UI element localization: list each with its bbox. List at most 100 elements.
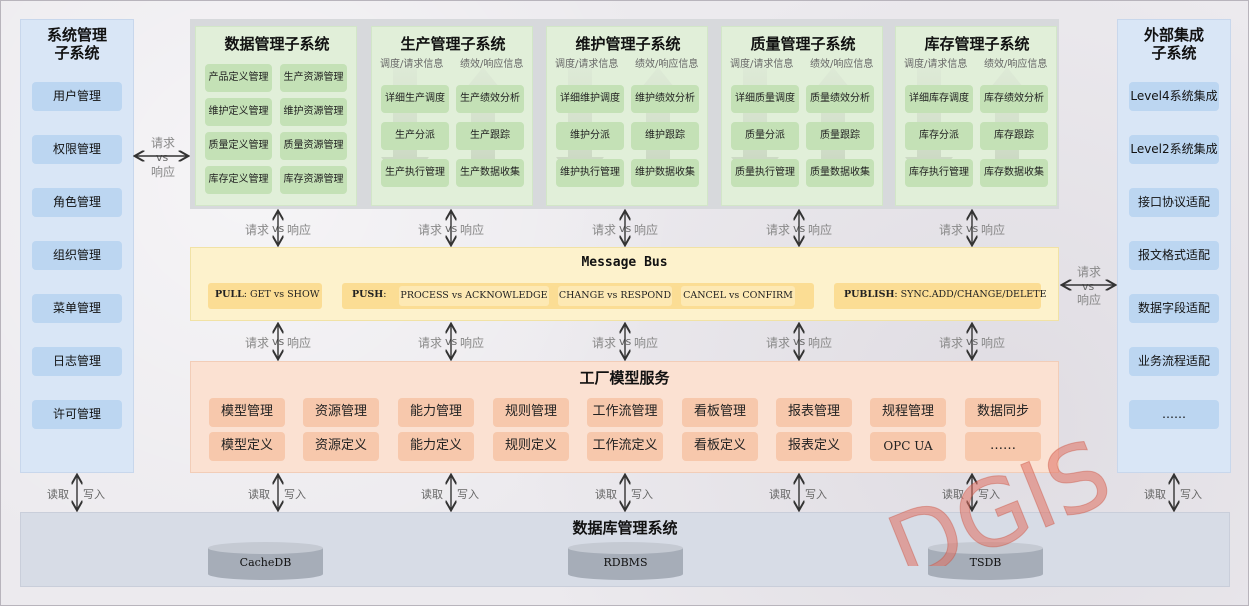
subsystem-2-item-2-0[interactable]: 维护执行管理 <box>556 159 624 187</box>
subsystem-4-item-0-0[interactable]: 详细库存调度 <box>905 85 973 113</box>
factory-define-7[interactable]: OPC UA <box>870 432 946 461</box>
vs-label-5: vs <box>619 335 632 348</box>
factory-manage-1[interactable]: 资源管理 <box>303 398 379 427</box>
subsystem-hint-response-4: 绩效/响应信息 <box>984 59 1048 70</box>
subsystem-0-item-3-1[interactable]: 库存资源管理 <box>280 166 347 194</box>
subsystem-0-item-1-1[interactable]: 维护资源管理 <box>280 98 347 126</box>
factory-define-6[interactable]: 报表定义 <box>776 432 852 461</box>
subsystem-hint-request-3: 调度/请求信息 <box>730 59 794 70</box>
subsystem-1-item-0-0[interactable]: 详细生产调度 <box>381 85 449 113</box>
external-integration-title-line1: 外部集成 <box>1143 26 1204 44</box>
subsystem-3-item-2-1[interactable]: 质量数据收集 <box>806 159 874 187</box>
factory-manage-3[interactable]: 规则管理 <box>493 398 569 427</box>
subsystem-2-item-0-1[interactable]: 维护绩效分析 <box>631 85 699 113</box>
subsystem-2-item-0-0[interactable]: 详细维护调度 <box>556 85 624 113</box>
subsystem-title-0: 数据管理子系统 <box>224 35 330 53</box>
push-item-cancel: CANCEL vs CONFIRM <box>681 286 795 306</box>
factory-define-5[interactable]: 看板定义 <box>682 432 758 461</box>
subsystem-1-item-2-0[interactable]: 生产执行管理 <box>381 159 449 187</box>
subsystem-4-item-1-0[interactable]: 库存分派 <box>905 122 973 150</box>
subsystem-2-item-2-1[interactable]: 维护数据收集 <box>631 159 699 187</box>
system-menu-item-2[interactable]: 角色管理 <box>32 188 122 217</box>
factory-manage-4[interactable]: 工作流管理 <box>587 398 663 427</box>
subsystem-title-2: 维护管理子系统 <box>575 35 681 53</box>
subsystem-title-1: 生产管理子系统 <box>400 35 506 53</box>
integration-item-5[interactable]: 业务流程适配 <box>1129 347 1219 376</box>
subsystem-panel-2: 维护管理子系统调度/请求信息绩效/响应信息详细维护调度维护绩效分析维护分派维护跟… <box>546 26 708 206</box>
publish-key: PUBLISH <box>844 289 895 300</box>
db-store-2[interactable]: TSDB <box>928 542 1043 580</box>
subsystem-4-item-2-0[interactable]: 库存执行管理 <box>905 159 973 187</box>
request-label-5: 请求 <box>592 336 617 350</box>
request-label-9: 请求 <box>939 336 964 350</box>
vs-label-3: vs <box>445 335 458 348</box>
response-label-8: 响应 <box>981 223 1006 237</box>
right-request-label: 请求 <box>1077 265 1102 279</box>
factory-define-2[interactable]: 能力定义 <box>398 432 474 461</box>
integration-item-6[interactable]: …… <box>1129 400 1219 429</box>
subsystem-3-item-1-1[interactable]: 质量跟踪 <box>806 122 874 150</box>
subsystem-3-item-1-0[interactable]: 质量分派 <box>731 122 799 150</box>
factory-manage-7[interactable]: 规程管理 <box>870 398 946 427</box>
write-label-4: 写入 <box>805 488 827 501</box>
left-request-label: 请求 <box>151 136 176 150</box>
integration-item-4[interactable]: 数据字段适配 <box>1129 294 1219 323</box>
subsystem-4-item-2-1[interactable]: 库存数据收集 <box>980 159 1048 187</box>
pull-value: GET vs SHOW <box>250 289 320 300</box>
factory-define-0[interactable]: 模型定义 <box>209 432 285 461</box>
subsystem-3-item-0-0[interactable]: 详细质量调度 <box>731 85 799 113</box>
system-menu-item-1[interactable]: 权限管理 <box>32 135 122 164</box>
subsystem-hint-request-2: 调度/请求信息 <box>555 59 619 70</box>
factory-define-3[interactable]: 规则定义 <box>493 432 569 461</box>
response-label-9: 响应 <box>981 336 1006 350</box>
response-label-0: 响应 <box>287 223 312 237</box>
factory-manage-5[interactable]: 看板管理 <box>682 398 758 427</box>
integration-item-0[interactable]: Level4系统集成 <box>1129 82 1219 111</box>
vs-label-0: vs <box>272 222 285 235</box>
read-label-5: 读取 <box>942 488 964 501</box>
factory-define-1[interactable]: 资源定义 <box>303 432 379 461</box>
db-store-1[interactable]: RDBMS <box>568 542 683 580</box>
subsystem-1-item-1-1[interactable]: 生产跟踪 <box>456 122 524 150</box>
subsystem-3-item-0-1[interactable]: 质量绩效分析 <box>806 85 874 113</box>
factory-manage-0[interactable]: 模型管理 <box>209 398 285 427</box>
factory-manage-8[interactable]: 数据同步 <box>965 398 1041 427</box>
subsystem-3-item-2-0[interactable]: 质量执行管理 <box>731 159 799 187</box>
subsystem-2-item-1-1[interactable]: 维护跟踪 <box>631 122 699 150</box>
integration-item-3[interactable]: 报文格式适配 <box>1129 241 1219 270</box>
publish-value: SYNC.ADD/CHANGE/DELETE <box>900 289 1047 300</box>
subsystem-4-item-0-1[interactable]: 库存绩效分析 <box>980 85 1048 113</box>
subsystem-4-item-1-1[interactable]: 库存跟踪 <box>980 122 1048 150</box>
db-store-0[interactable]: CacheDB <box>208 542 323 580</box>
subsystem-panel-4: 库存管理子系统调度/请求信息绩效/响应信息详细库存调度库存绩效分析库存分派库存跟… <box>895 26 1057 206</box>
subsystem-hint-response-1: 绩效/响应信息 <box>460 59 524 70</box>
integration-item-2[interactable]: 接口协议适配 <box>1129 188 1219 217</box>
database-cylinder-icon <box>928 542 1043 580</box>
factory-manage-2[interactable]: 能力管理 <box>398 398 474 427</box>
system-menu-item-0[interactable]: 用户管理 <box>32 82 122 111</box>
system-menu-item-3[interactable]: 组织管理 <box>32 241 122 270</box>
factory-manage-6[interactable]: 报表管理 <box>776 398 852 427</box>
system-menu-item-6[interactable]: 许可管理 <box>32 400 122 429</box>
subsystem-0-item-0-0[interactable]: 产品定义管理 <box>205 64 272 92</box>
factory-define-4[interactable]: 工作流定义 <box>587 432 663 461</box>
subsystem-1-item-1-0[interactable]: 生产分派 <box>381 122 449 150</box>
subsystem-0-item-0-1[interactable]: 生产资源管理 <box>280 64 347 92</box>
vs-label-6: vs <box>793 222 806 235</box>
subsystem-hint-response-3: 绩效/响应信息 <box>810 59 874 70</box>
subsystem-0-item-3-0[interactable]: 库存定义管理 <box>205 166 272 194</box>
subsystem-2-item-1-0[interactable]: 维护分派 <box>556 122 624 150</box>
read-label-2: 读取 <box>421 488 443 501</box>
system-menu-item-5[interactable]: 日志管理 <box>32 347 122 376</box>
system-menu-item-4[interactable]: 菜单管理 <box>32 294 122 323</box>
integration-item-1[interactable]: Level2系统集成 <box>1129 135 1219 164</box>
request-label-2: 请求 <box>418 223 443 237</box>
subsystem-0-item-2-1[interactable]: 质量资源管理 <box>280 132 347 160</box>
subsystem-0-item-2-0[interactable]: 质量定义管理 <box>205 132 272 160</box>
factory-define-8[interactable]: …… <box>965 432 1041 461</box>
subsystem-0-item-1-0[interactable]: 维护定义管理 <box>205 98 272 126</box>
subsystem-1-item-2-1[interactable]: 生产数据收集 <box>456 159 524 187</box>
request-label-0: 请求 <box>245 223 270 237</box>
request-label-6: 请求 <box>766 223 791 237</box>
subsystem-1-item-0-1[interactable]: 生产绩效分析 <box>456 85 524 113</box>
